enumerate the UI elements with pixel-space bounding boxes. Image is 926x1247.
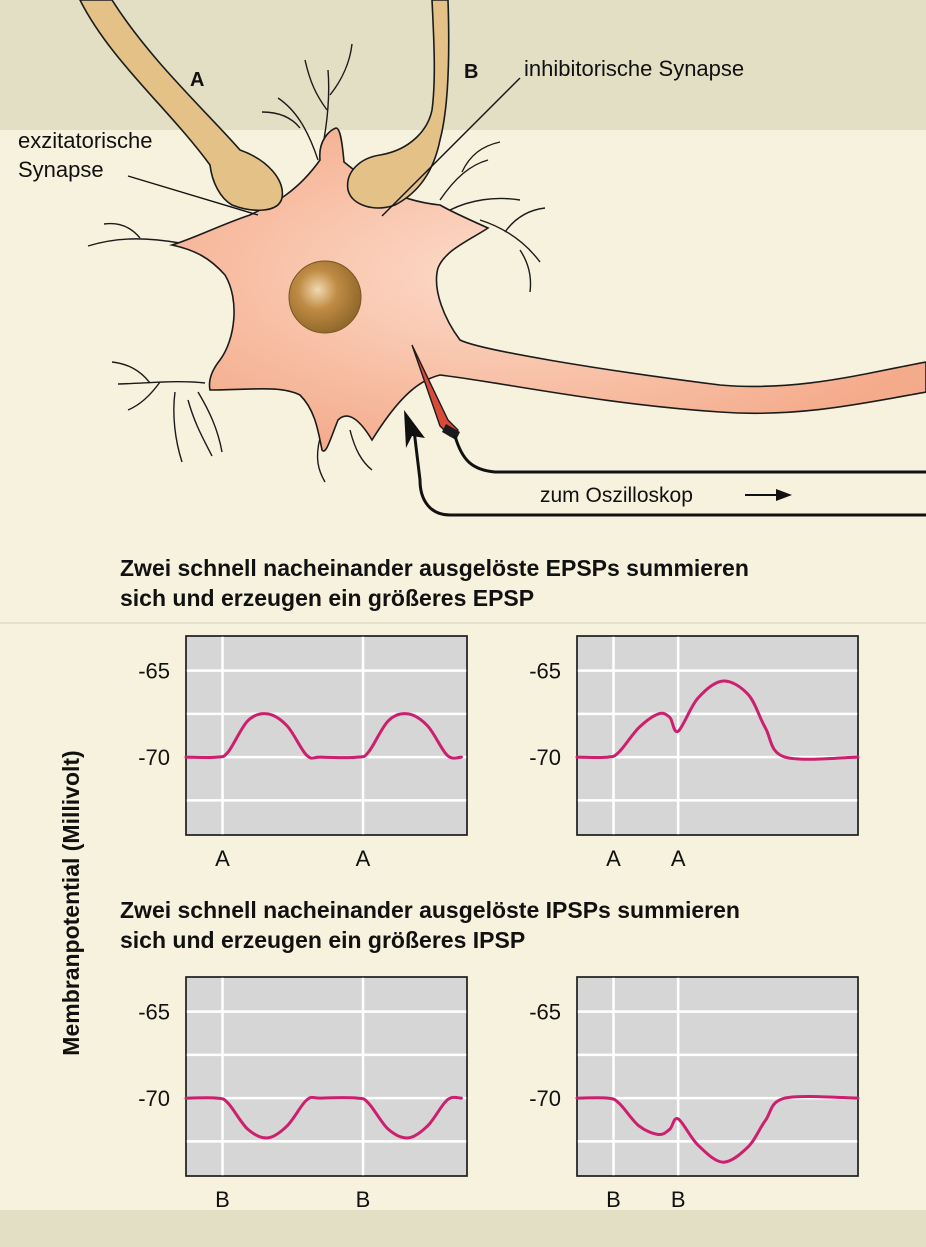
plot-border (185, 635, 468, 836)
plot-border (576, 635, 859, 836)
plot-border (185, 976, 468, 1177)
stimulus-label: A (606, 846, 621, 871)
plot-frame (185, 635, 468, 836)
axon-b (346, 0, 450, 209)
label-a: A (190, 69, 204, 91)
plot-3: -65 -70B B (138, 976, 468, 1212)
stimulus-label: A (215, 846, 230, 871)
stimulus-label: B (606, 1187, 621, 1212)
plot-4: -65 -70B B (529, 976, 860, 1212)
label-inhibitory-synapse: inhibitorische Synapse (524, 56, 744, 81)
plot-2: -65 -70A A (529, 635, 860, 871)
label-excitatory-synapse-line1: exzitatorische (18, 128, 153, 153)
membrane-potential-trace (184, 1095, 463, 1140)
plot-1: -65 -70A A (138, 635, 468, 871)
axon-a (79, 0, 284, 211)
stimulus-label: A (671, 846, 686, 871)
y-axis-label: Membranpotential (Millivolt) (58, 750, 84, 1055)
ipsp-heading-line1: Zwei schnell nacheinander ausgelöste IPS… (120, 897, 740, 923)
bottom-band (0, 1210, 926, 1247)
membrane-potential-trace (575, 679, 860, 761)
label-b: B (464, 61, 478, 83)
oscilloscope-return (412, 429, 926, 517)
nucleus (288, 260, 362, 334)
y-tick-label: -65 (138, 659, 170, 684)
plot-frame (576, 976, 859, 1177)
dendrite-branches (87, 43, 546, 483)
y-tick-label: -70 (138, 1086, 170, 1111)
y-tick-label: -70 (529, 745, 561, 770)
stimulus-label: B (356, 1187, 371, 1212)
plot-border (576, 976, 859, 1177)
membrane-potential-trace (575, 1094, 860, 1164)
neuron-illustration (79, 0, 926, 517)
y-tick-label: -65 (138, 1000, 170, 1025)
ipsp-heading-line2: sich und erzeugen ein größeres IPSP (120, 927, 525, 953)
membrane-potential-trace (184, 712, 463, 760)
soma (168, 127, 926, 452)
y-tick-label: -70 (529, 1086, 561, 1111)
plot-frame (576, 635, 859, 836)
stimulus-label: B (215, 1187, 230, 1212)
y-tick-label: -70 (138, 745, 170, 770)
y-tick-label: -65 (529, 1000, 561, 1025)
stimulus-label: B (671, 1187, 686, 1212)
epsp-heading-line1: Zwei schnell nacheinander ausgelöste EPS… (120, 555, 749, 581)
epsp-heading-line2: sich und erzeugen ein größeres EPSP (120, 585, 534, 611)
oscilloscope-lead (453, 435, 926, 474)
label-excitatory-synapse-line2: Synapse (18, 157, 104, 182)
stimulus-label: A (356, 846, 371, 871)
plot-frame (185, 976, 468, 1177)
return-arrow-icon (404, 410, 425, 448)
label-oscilloscope: zum Oszilloskop (540, 484, 693, 507)
y-tick-label: -65 (529, 659, 561, 684)
right-arrow-icon (776, 489, 792, 501)
